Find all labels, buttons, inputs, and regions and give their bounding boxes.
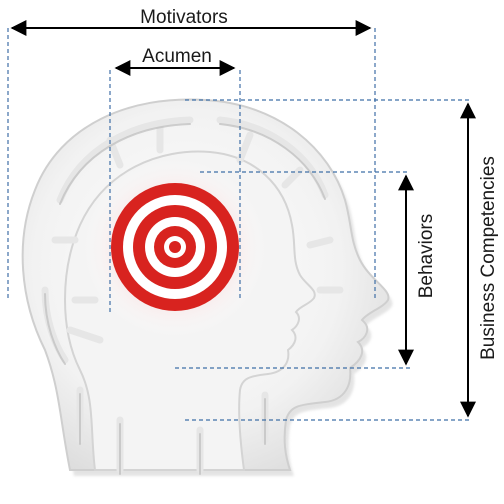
target-center (169, 241, 181, 253)
dimension-arrows (10, 20, 476, 418)
bullseye-target-icon (111, 183, 239, 311)
guide-lines (7, 28, 470, 421)
maze-walls-shade (44, 123, 326, 475)
business-competencies-label: Business Competencies (478, 156, 499, 360)
motivators-label: Motivators (140, 7, 228, 28)
acumen-label: Acumen (142, 46, 212, 67)
behaviors-label: Behaviors (416, 214, 437, 299)
